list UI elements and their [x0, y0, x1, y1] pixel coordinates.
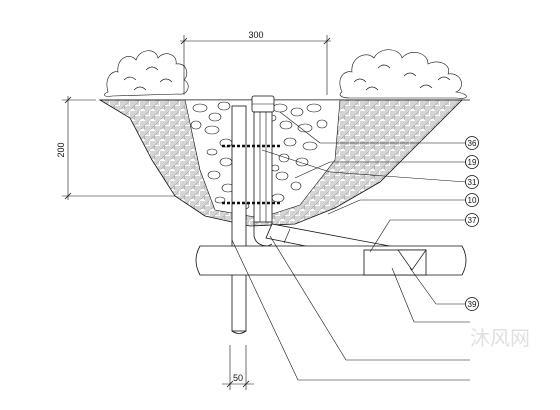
callout-37: 37 [465, 213, 479, 227]
callout-10: 10 [465, 193, 479, 207]
dimension-label-bottom: 50 [233, 373, 243, 383]
callout-19: 19 [465, 155, 479, 169]
dimension-label-left: 200 [56, 142, 66, 157]
leader-lines [231, 111, 470, 381]
callout-label-36: 36 [468, 139, 477, 148]
callout-label-37: 37 [468, 216, 477, 225]
clamps [222, 144, 282, 205]
shrub-left [104, 50, 189, 97]
callout-31: 31 [465, 175, 479, 189]
shrub-right [339, 49, 467, 99]
dimension-label-top: 300 [248, 30, 263, 40]
lateral-pipe [195, 245, 467, 276]
callout-label-19: 19 [468, 158, 477, 167]
callout-39: 39 [465, 297, 479, 311]
callout-label-31: 31 [468, 178, 477, 187]
callout-label-39: 39 [468, 300, 477, 309]
dimension-left-height: 200 [56, 96, 176, 200]
watermark: 沐风网 [470, 326, 530, 350]
dimension-bottom-width: 50 [222, 345, 254, 390]
callout-36: 36 [465, 136, 479, 150]
dimension-top-width: 300 [180, 30, 331, 95]
callout-label-10: 10 [468, 196, 477, 205]
